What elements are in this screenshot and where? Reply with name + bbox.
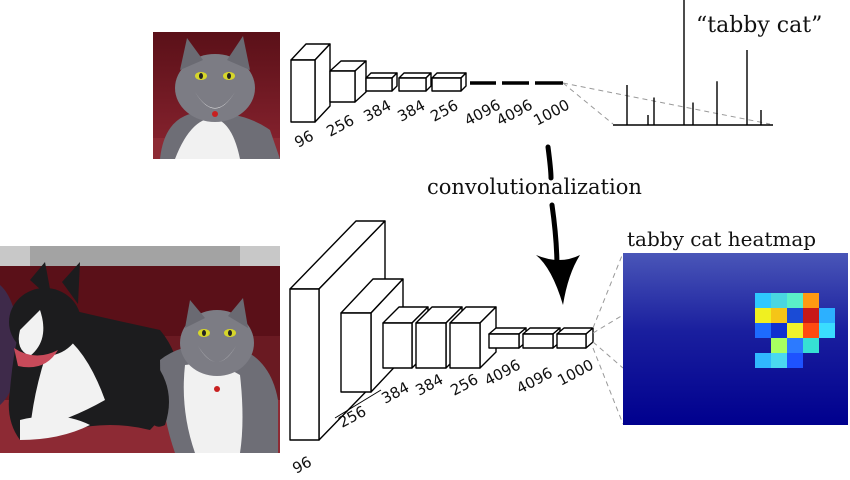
heatmap-cell — [787, 323, 803, 338]
heatmap-cell — [787, 353, 803, 368]
bottom-dog-cat-photo — [0, 246, 280, 453]
heatmap-cell — [755, 293, 771, 308]
bottom-label-256b: 256 — [447, 370, 481, 399]
heatmap-cell — [755, 308, 771, 323]
heatmap-cell — [787, 293, 803, 308]
bottom-projection-lines — [593, 253, 623, 424]
heatmap-cell — [803, 323, 819, 338]
convolutionalization-label: convolutionalization — [427, 175, 642, 199]
heatmap-cell — [803, 308, 819, 323]
heatmap-cell — [771, 323, 787, 338]
top-projection-lines — [563, 83, 770, 124]
top-label-96: 96 — [291, 127, 316, 152]
heatmap: tabby cat heatmap — [623, 227, 848, 425]
bottom-layer-4096b — [523, 328, 560, 348]
top-label-1000: 1000 — [530, 96, 572, 130]
bottom-label-1000: 1000 — [554, 356, 596, 390]
top-layer-96 — [291, 44, 330, 122]
top-label-4096b: 4096 — [493, 96, 535, 130]
top-layer-256b — [432, 73, 466, 91]
heatmap-cell — [771, 308, 787, 323]
bottom-layer-1000 — [557, 328, 593, 348]
heatmap-cell — [771, 293, 787, 308]
heatmap-cell — [787, 308, 803, 323]
heatmap-cell — [755, 323, 771, 338]
bottom-label-96: 96 — [289, 453, 314, 478]
top-cat-photo — [153, 32, 280, 159]
heatmap-cell — [787, 338, 803, 353]
convolutionalization-arrow — [536, 147, 580, 305]
top-label-256: 256 — [323, 111, 357, 140]
top-output-histogram: “tabby cat” — [613, 0, 822, 125]
bottom-label-384a: 384 — [378, 378, 412, 407]
heatmap-cell — [755, 353, 771, 368]
top-label-256b: 256 — [427, 96, 461, 125]
top-output-label: “tabby cat” — [696, 13, 822, 38]
bottom-layer-4096a — [489, 328, 526, 348]
heatmap-cell — [819, 308, 835, 323]
top-layer-256a — [330, 61, 366, 102]
heatmap-cell — [803, 293, 819, 308]
heatmap-title: tabby cat heatmap — [627, 227, 816, 251]
top-label-384a: 384 — [360, 96, 394, 125]
top-layer-384b — [399, 73, 431, 91]
heatmap-cell — [771, 353, 787, 368]
top-layer-384a — [366, 73, 397, 91]
heatmap-cell — [771, 338, 787, 353]
heatmap-cell — [819, 323, 835, 338]
top-layer-labels: 96 256 384 384 256 4096 4096 1000 — [291, 96, 572, 152]
top-label-384b: 384 — [394, 96, 428, 125]
heatmap-cell — [803, 338, 819, 353]
bottom-label-384b: 384 — [412, 370, 446, 399]
bottom-network — [290, 221, 593, 440]
